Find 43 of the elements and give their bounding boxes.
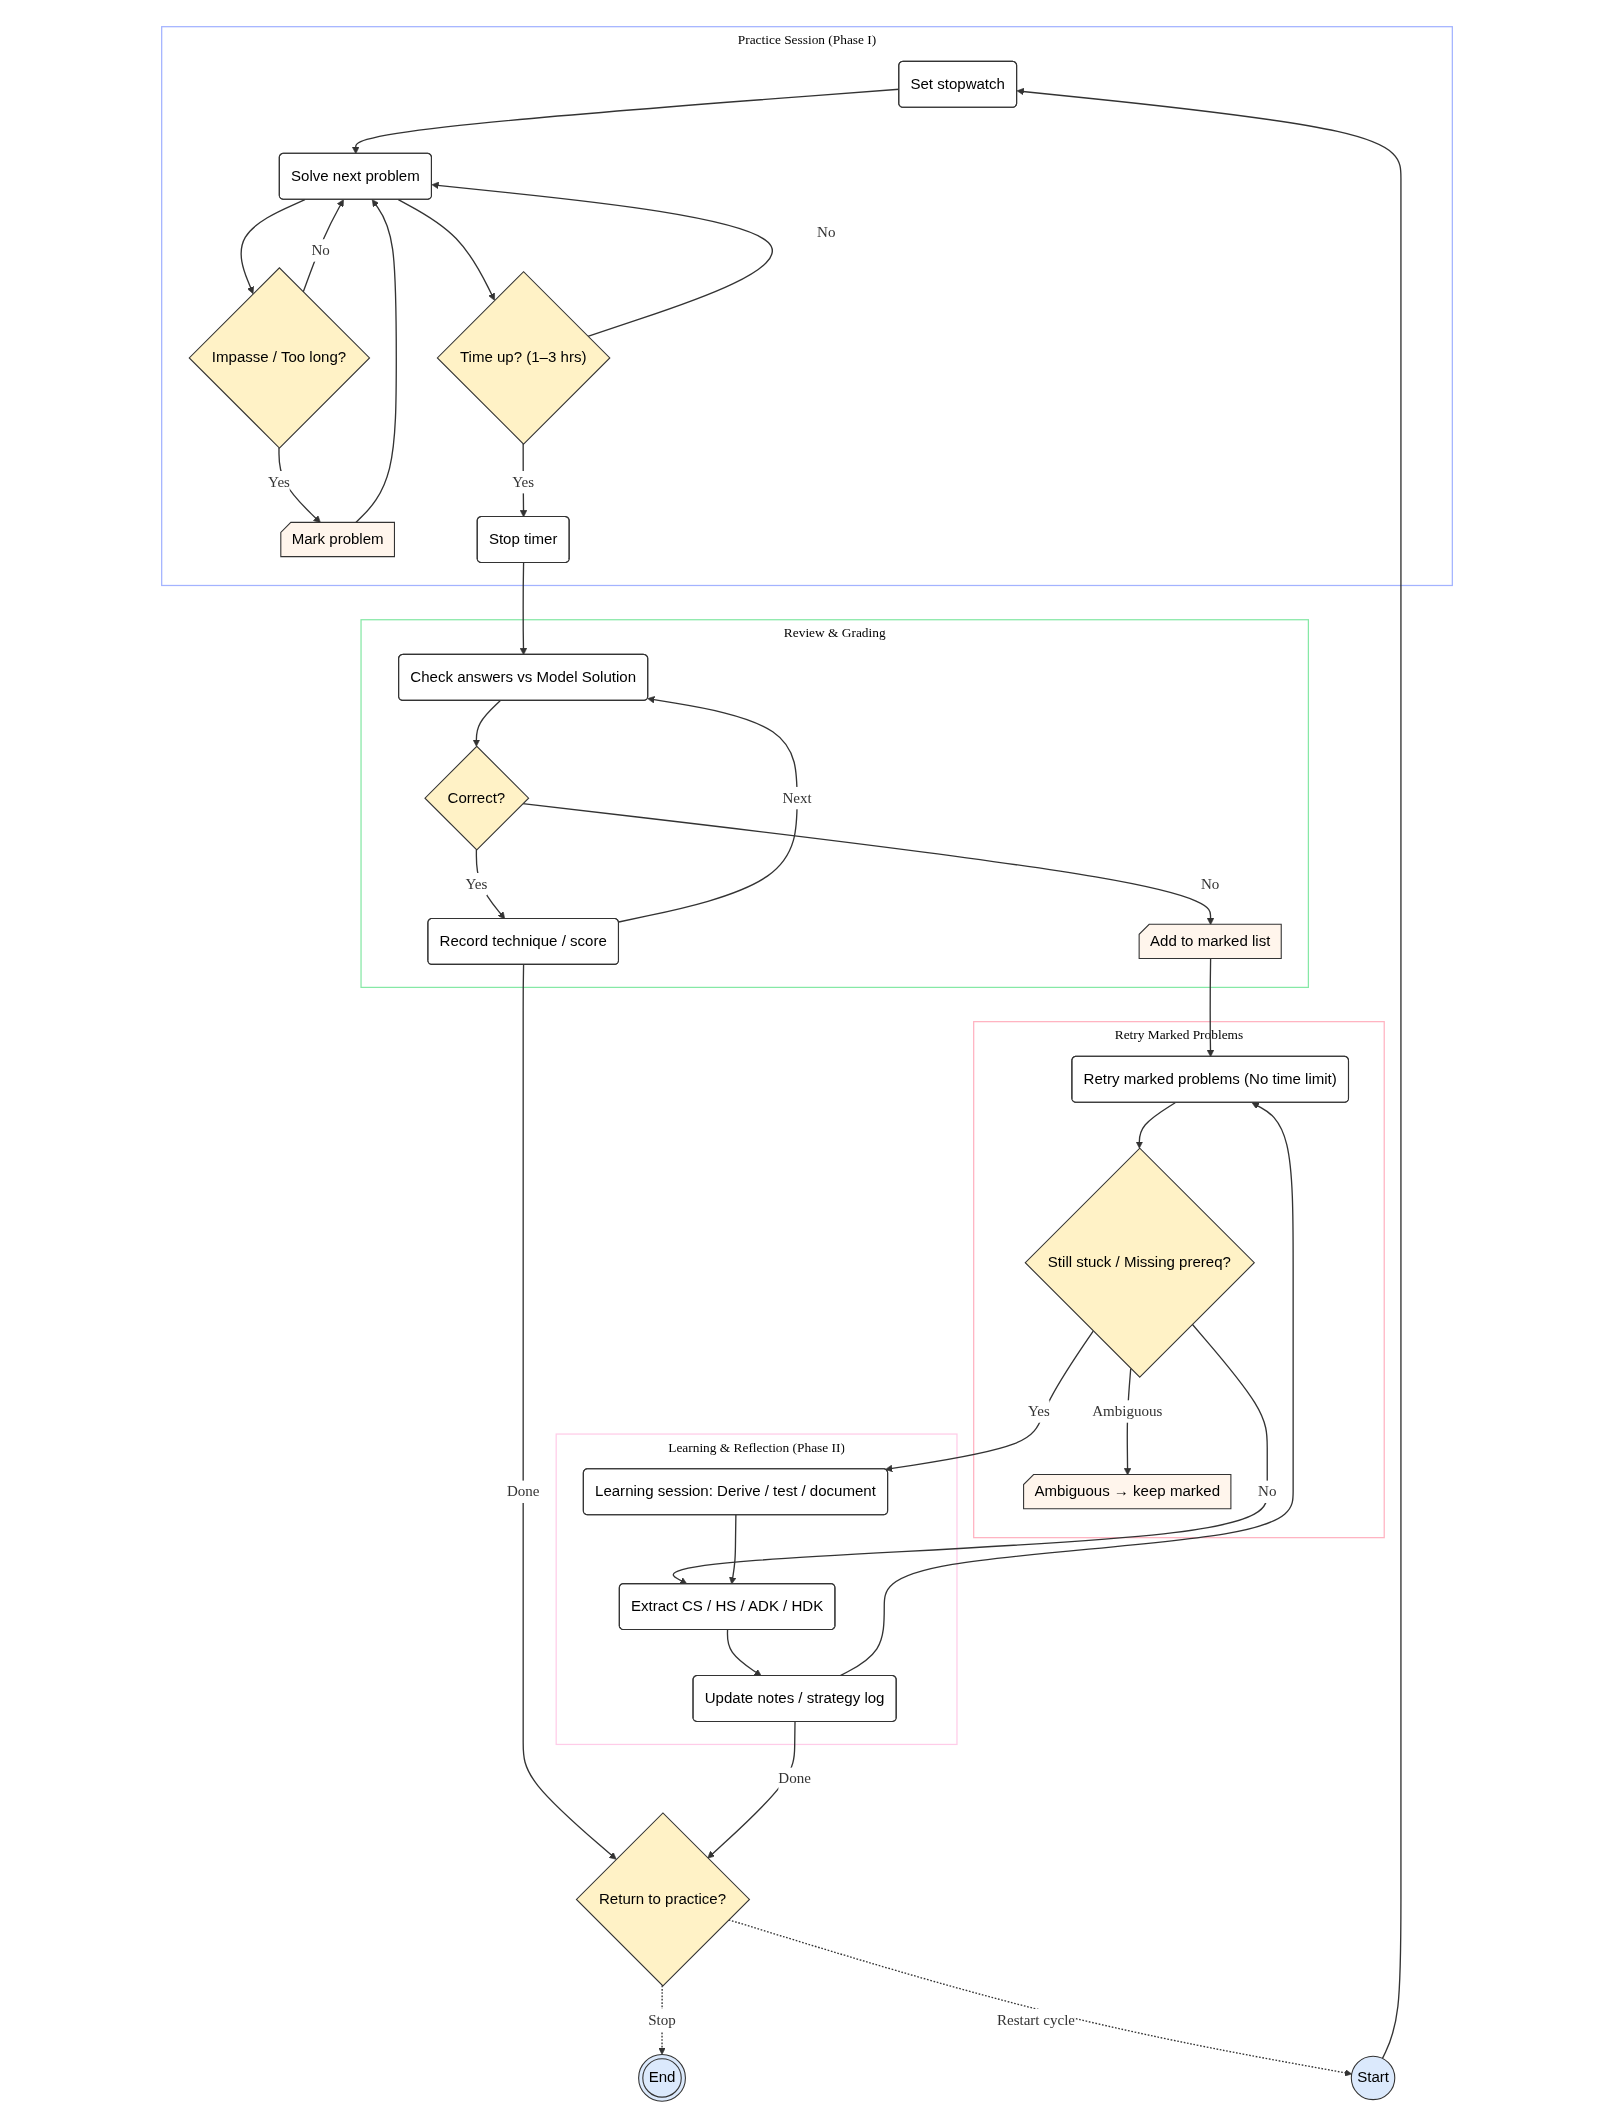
node-diamond: Return to practice?	[575, 1812, 751, 1987]
edge-label: Stop	[648, 2011, 676, 2029]
node-diamond: Correct?	[424, 745, 530, 851]
edge-label: Done	[506, 1482, 540, 1500]
arrow	[475, 849, 506, 920]
arrow	[240, 199, 306, 295]
node-circle: Start	[1350, 2055, 1396, 2101]
arrow	[618, 696, 798, 923]
edge-label: Restart cycle	[996, 2011, 1075, 2029]
arrow	[1016, 87, 1402, 2059]
arrow	[522, 964, 617, 1860]
arrow	[885, 1330, 1094, 1473]
arrow	[354, 199, 397, 524]
arrow	[1206, 958, 1215, 1058]
node-diamond: Still stuck / Missing prereq?	[1024, 1147, 1256, 1378]
arrow	[729, 1514, 737, 1585]
arrow	[519, 443, 528, 518]
edge-label: No	[311, 241, 330, 259]
arrow	[397, 199, 495, 301]
edge-label: No	[1200, 875, 1220, 893]
arrow	[431, 181, 773, 338]
edge-label: Yes	[268, 473, 290, 491]
arrow	[472, 700, 501, 747]
arrow	[728, 1919, 1352, 2077]
node-diamond: Time up? (1–3 hrs)	[436, 270, 611, 445]
edge-label: No	[817, 223, 836, 240]
node-diamond: Impasse / Too long?	[188, 266, 371, 449]
arrow	[1135, 1102, 1176, 1149]
arrow	[522, 802, 1215, 926]
edge-label: Next	[782, 789, 812, 807]
arrow	[672, 1323, 1268, 1585]
node-circle: End	[638, 2053, 686, 2102]
edge-label: Yes	[512, 473, 535, 491]
arrow	[302, 199, 344, 293]
arrow	[726, 1629, 762, 1677]
arrow	[278, 447, 321, 524]
arrow	[519, 562, 528, 656]
edge-label: Yes	[465, 875, 488, 893]
edge-label: Done	[778, 1769, 811, 1787]
edge-label: Yes	[1027, 1402, 1050, 1420]
edge-label: Ambiguous	[1092, 1402, 1163, 1420]
arrow	[839, 1102, 1294, 1677]
edge-label: No	[1258, 1482, 1277, 1500]
